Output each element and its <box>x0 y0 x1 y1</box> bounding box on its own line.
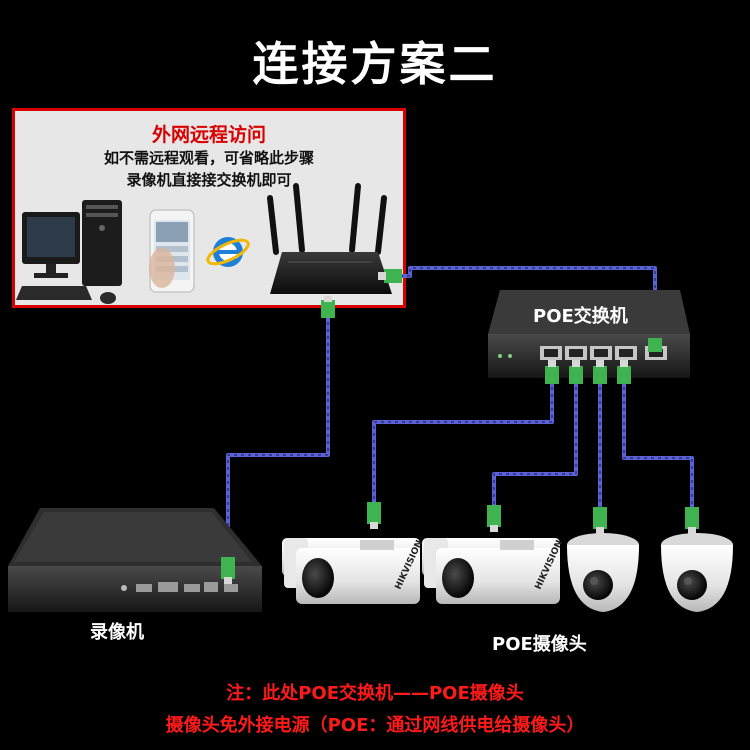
rj45-connector <box>617 360 631 384</box>
cable-switch-to-camera-4 <box>622 380 694 510</box>
footnote-line-1: 注：此处POE交换机——POE摄像头 <box>226 683 524 704</box>
dome-camera-icon <box>661 533 733 612</box>
rj45-connector <box>648 338 662 352</box>
rj45-connector <box>593 360 607 384</box>
rj45-connector <box>221 557 235 584</box>
smartphone-icon <box>149 209 195 293</box>
nvr-label: 录像机 <box>90 622 144 643</box>
browser-e-icon <box>206 237 250 267</box>
nvr-icon <box>8 508 262 612</box>
dome-camera-icon <box>567 533 639 612</box>
bullet-camera-icon <box>422 538 560 604</box>
rj45-connector <box>487 505 501 532</box>
rj45-connector <box>321 296 335 318</box>
page-title: 连接方案二 <box>252 37 498 91</box>
rj45-connector <box>378 269 402 283</box>
remote-access-heading: 外网远程访问 <box>151 124 266 146</box>
poe-cameras-label: POE摄像头 <box>492 634 587 655</box>
rj45-connector <box>593 507 607 534</box>
router-icon <box>267 183 392 294</box>
desktop-computer-icon <box>16 200 122 304</box>
rj45-connectors <box>221 269 699 584</box>
rj45-connector <box>545 360 559 384</box>
cable-switch-to-camera-1 <box>372 380 554 505</box>
rj45-connector <box>569 360 583 384</box>
remote-access-note-1: 如不需远程观看，可省略此步骤 <box>103 149 314 167</box>
bullet-camera-icon <box>282 538 420 604</box>
poe-switch-label: POE交换机 <box>533 306 628 327</box>
cable-router-to-nvr <box>226 315 330 560</box>
cable-switch-to-camera-2 <box>492 380 578 508</box>
footnote-line-2: 摄像头免外接电源（POE：通过网线供电给摄像头） <box>165 715 585 736</box>
rj45-connector <box>685 507 699 534</box>
remote-access-note-2: 录像机直接接交换机即可 <box>126 171 292 189</box>
rj45-connector <box>367 502 381 529</box>
